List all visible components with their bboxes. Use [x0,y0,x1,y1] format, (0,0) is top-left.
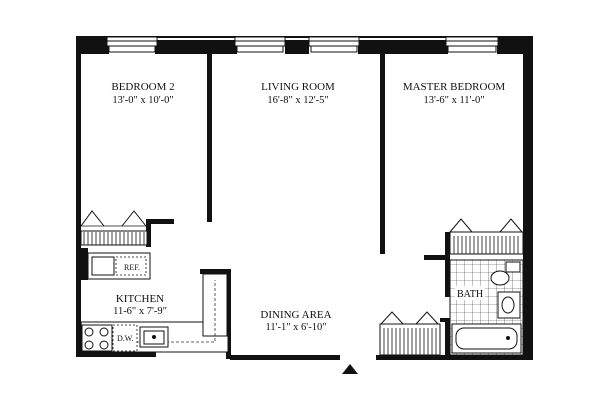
room-dims-dining: 11'-1" x 6'-10" [266,322,327,333]
room-dims-living: 16'-8" x 12'-5" [267,95,328,106]
room-dims-bedroom2: 13'-0" x 10'-0" [112,95,173,106]
vanity-sink-icon [497,291,521,319]
exterior-walls [76,36,533,360]
stove-icon [81,324,113,352]
toilet-icon [490,261,521,286]
bathtub-icon [451,323,522,354]
room-name-master: MASTER BEDROOM [403,81,506,93]
window-bedroom2 [106,36,158,53]
room-name-kitchen: KITCHEN [116,293,164,305]
ref-label: REF. [124,263,140,272]
bath-label: BATH [457,289,483,300]
dw-label: D.W. [117,334,134,343]
room-dims-kitchen: 11-6" x 7'-9" [113,306,167,317]
closet-master [449,218,524,255]
kitchen-fixtures: REF. D.W. [80,248,229,353]
windows [106,36,499,54]
entry-arrow-icon [342,364,358,374]
room-dims-master: 13'-6" x 11'-0" [424,95,485,106]
interior-walls [146,54,450,359]
closet-bedroom2 [80,210,148,246]
window-living-left [234,36,286,53]
room-name-bedroom2: BEDROOM 2 [111,81,174,93]
dishwasher [112,324,138,352]
bath-fixtures: BATH [449,259,524,356]
room-labels: BEDROOM 2 13'-0" x 10'-0" LIVING ROOM 16… [111,81,505,333]
sink-icon [139,326,169,348]
closet-dining [379,311,441,356]
window-master [445,36,499,53]
room-name-living: LIVING ROOM [261,81,335,93]
window-living-right [308,36,360,53]
room-name-dining: DINING AREA [260,309,331,321]
